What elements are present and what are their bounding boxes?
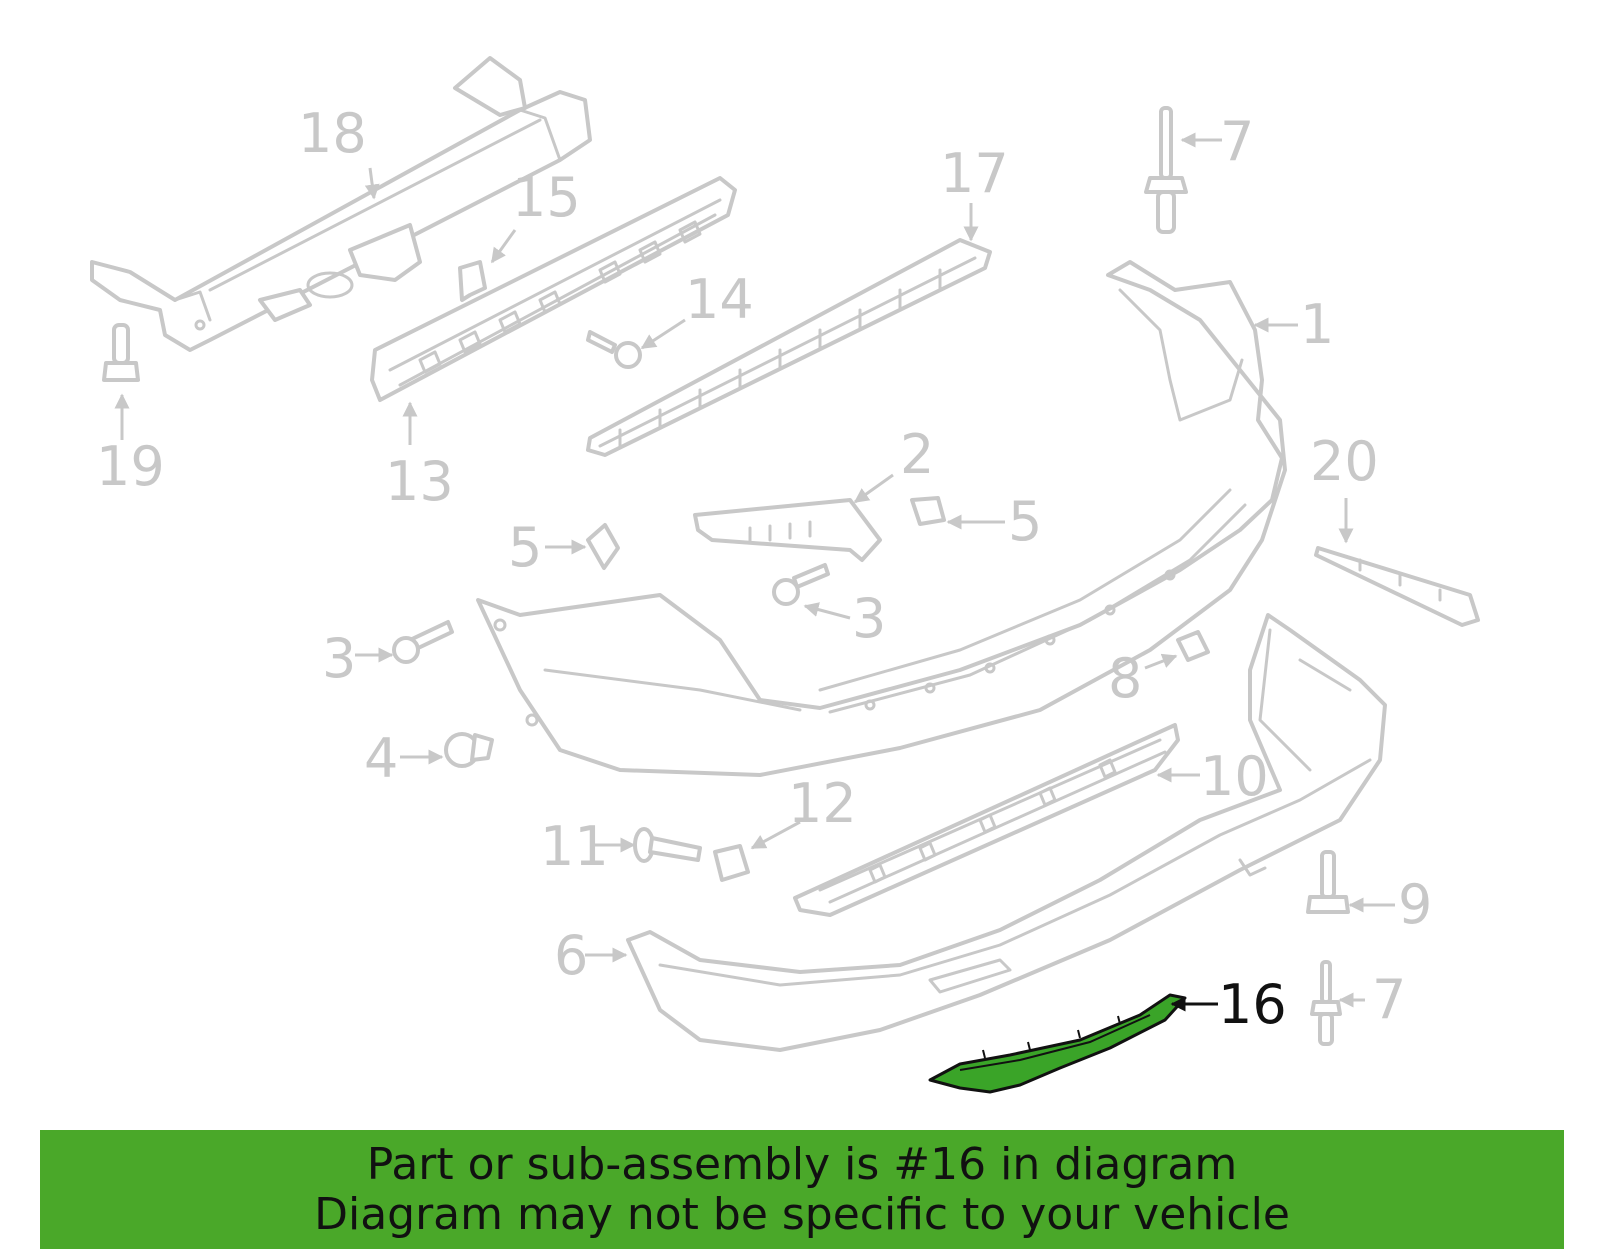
part-1-bumper-cover-upper [476, 260, 1287, 777]
callout-2: 2 [900, 423, 934, 486]
callout-15: 15 [512, 166, 581, 229]
callout-4: 4 [364, 727, 398, 790]
callout-11: 11 [540, 815, 609, 878]
part-12-clip [713, 844, 750, 882]
leader-12 [750, 820, 801, 850]
leader-18 [364, 167, 380, 200]
callout-5-right: 5 [1008, 490, 1042, 553]
callout-12: 12 [788, 772, 857, 835]
callout-16: 16 [1218, 973, 1287, 1036]
banner-line-1: Part or sub-assembly is #16 in diagram [366, 1139, 1238, 1190]
part-10-reinforcement [793, 723, 1180, 917]
callout-17: 17 [940, 142, 1009, 205]
part-17-step-pad [586, 238, 992, 457]
part-9-bolt [1306, 850, 1350, 914]
banner-line-2: Diagram may not be specific to your vehi… [314, 1189, 1290, 1240]
leader-3-right [803, 602, 851, 620]
part-3-bolt-left [392, 620, 454, 664]
callout-labels: 18 15 14 19 13 17 7 1 2 5 5 20 3 3 8 4 1… [96, 102, 1432, 1036]
callout-18: 18 [298, 102, 367, 165]
callout-5-left: 5 [508, 516, 542, 579]
part-16-highlighted-trim [928, 993, 1187, 1094]
part-7-pin-bottom [1310, 960, 1342, 1046]
callout-10: 10 [1200, 745, 1269, 808]
callout-3-right: 3 [852, 587, 886, 650]
leader-2 [853, 473, 894, 504]
part-6-lower-valance [626, 613, 1387, 1052]
callout-6: 6 [554, 924, 588, 987]
part-4-clip [444, 732, 494, 768]
part-14-bolt [586, 330, 642, 369]
part-3-bolt-right [772, 563, 830, 606]
part-2-bracket [693, 498, 882, 562]
callout-20: 20 [1310, 430, 1379, 493]
part-5-clip-right [910, 496, 946, 526]
callout-8: 8 [1108, 647, 1142, 710]
callout-7-top: 7 [1220, 110, 1254, 173]
part-8-clip [1176, 630, 1210, 662]
callout-9: 9 [1398, 873, 1432, 936]
part-13-reinforcement [370, 176, 737, 402]
callout-13: 13 [385, 450, 454, 513]
part-20-trim [1314, 546, 1480, 627]
leader-lines [114, 132, 1395, 1012]
part-5-clip-left [586, 523, 620, 570]
callout-19: 19 [96, 435, 165, 498]
part-7-pin-top [1144, 106, 1188, 234]
info-banner: Part or sub-assembly is #16 in diagram D… [40, 1130, 1564, 1249]
callout-1: 1 [1300, 293, 1334, 356]
leader-15 [490, 229, 517, 264]
parts-diagram: 18 15 14 19 13 17 7 1 2 5 5 20 3 3 8 4 1… [90, 56, 1480, 1094]
callout-14: 14 [685, 268, 754, 331]
leader-14 [640, 318, 686, 350]
part-15-bracket [458, 260, 487, 302]
callout-3-left: 3 [322, 627, 356, 690]
leader-8 [1144, 653, 1178, 670]
part-18-hitch-receiver [90, 56, 592, 352]
part-19-bolt [102, 323, 140, 382]
callout-7-bottom: 7 [1372, 968, 1406, 1031]
part-11-bolt [633, 827, 702, 863]
